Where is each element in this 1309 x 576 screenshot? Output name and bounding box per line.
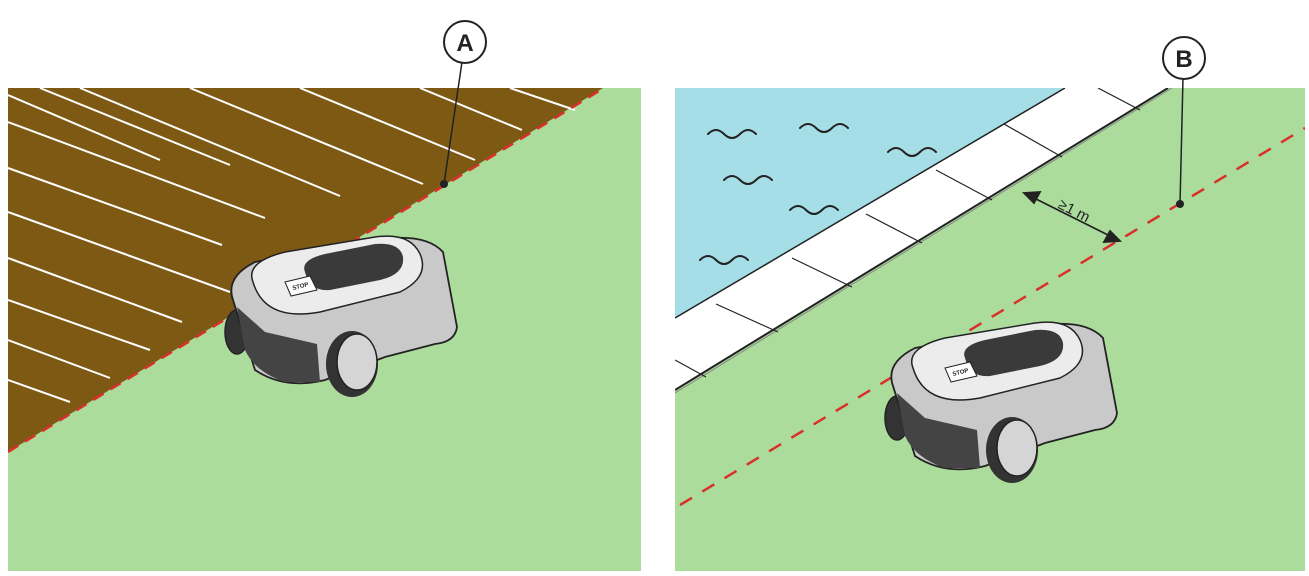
callout-b-circle (1162, 36, 1206, 80)
callout-a-circle (443, 20, 487, 64)
stop-button: STOP (944, 361, 978, 383)
paving-joints (675, 88, 1141, 378)
callout-a-label: A (456, 30, 473, 57)
paving-outer-line-2 (675, 88, 1173, 394)
mower-display-panel (964, 329, 1064, 377)
mower-display-panel (304, 243, 404, 291)
mower-underside (897, 393, 980, 468)
callout-b-leader (1179, 77, 1184, 205)
mower-underside (237, 307, 320, 382)
deck-plank-lines (8, 88, 576, 403)
callout-a-leader (443, 61, 463, 185)
stop-button: STOP (284, 275, 318, 297)
boundary-wire-b (679, 126, 1305, 507)
mower-front-hub (996, 419, 1038, 477)
double-arrow-icon (1021, 191, 1123, 243)
mower-front-hub (336, 333, 378, 391)
paving-outer-line (675, 88, 1169, 391)
panel-b (675, 88, 1305, 571)
pool-edge-line (675, 88, 1066, 319)
robotic-mower-icon: STOP (884, 321, 1118, 483)
stop-button-label: STOP (952, 368, 969, 378)
stop-button-label: STOP (292, 282, 309, 292)
callout-b-label: B (1175, 46, 1192, 73)
water-wave-icon (699, 123, 937, 265)
robotic-mower-icon: STOP (224, 235, 458, 397)
